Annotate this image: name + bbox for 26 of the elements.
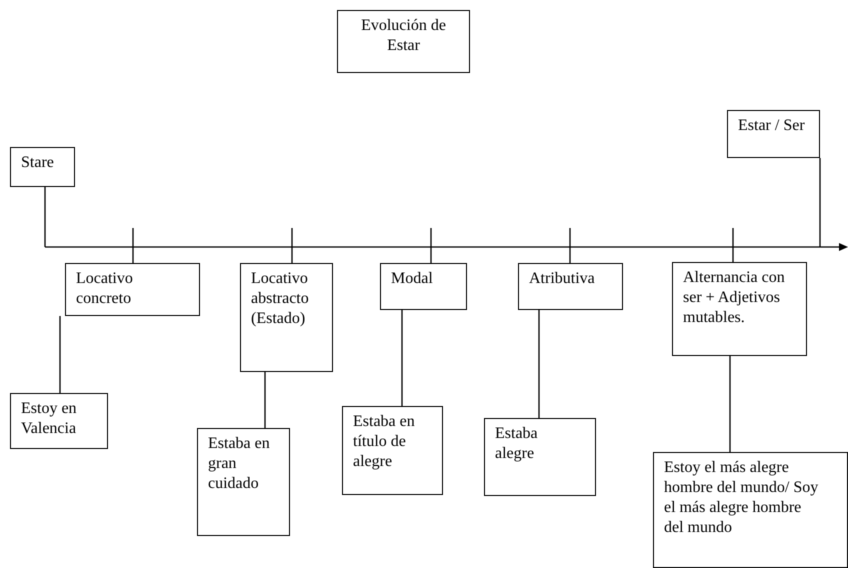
connector-line: [729, 356, 731, 452]
connector-line: [732, 247, 734, 262]
example-box: Estaba en gran cuidado: [197, 428, 290, 536]
stage-box: Estar / Ser: [727, 110, 820, 158]
stage-box: Locativo abstracto (Estado): [240, 263, 333, 372]
connector-line: [819, 158, 821, 247]
stage-box: Modal: [380, 263, 467, 310]
stage-box: Atributiva: [518, 263, 623, 310]
connector-line: [264, 372, 266, 428]
stage-box: Stare: [10, 147, 75, 187]
stage-box: Alternancia con ser + Adjetivos mutables.: [672, 262, 807, 356]
example-box: Estaba en título de alegre: [342, 406, 443, 495]
connector-line: [44, 187, 46, 247]
timeline-axis: [45, 226, 848, 251]
example-box: Estoy el más alegre hombre del mundo/ Soy el más alegre hombre del mundo: [653, 452, 848, 568]
connector-line: [430, 247, 432, 263]
connector-line: [132, 247, 134, 263]
stage-box: Locativo concreto: [65, 263, 200, 316]
connector-line: [569, 247, 571, 263]
connector-line: [291, 247, 293, 263]
example-box: Estoy en Valencia: [10, 393, 108, 449]
title-box: Evolución de Estar: [337, 10, 470, 73]
example-box: Estaba alegre: [484, 418, 596, 496]
connector-line: [538, 310, 540, 418]
connector-line: [401, 310, 403, 406]
connector-line: [59, 316, 61, 393]
